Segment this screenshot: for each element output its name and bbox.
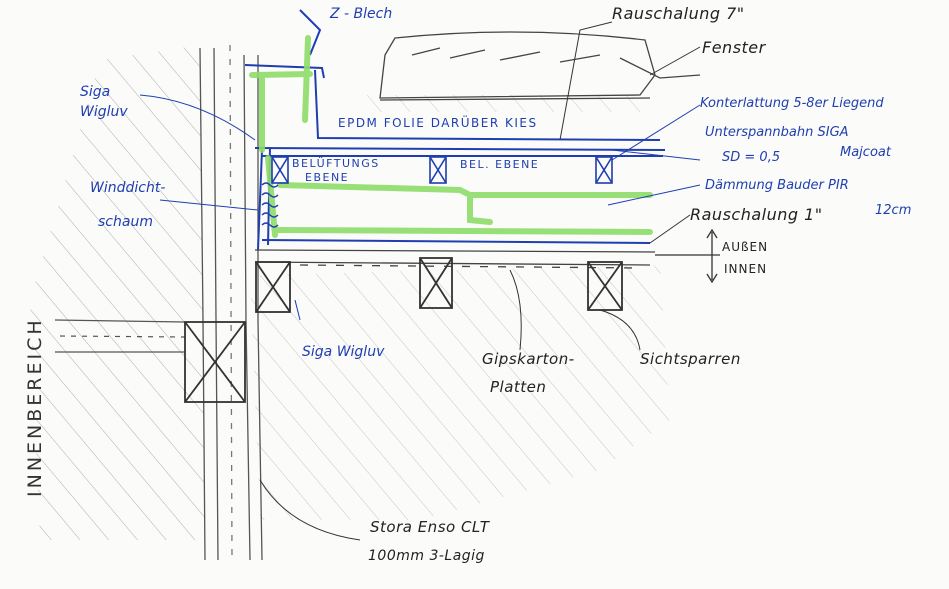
label-rauschalung-top: Rauschalung 7" bbox=[612, 4, 745, 23]
leader-lines bbox=[259, 21, 701, 541]
floor-slab bbox=[54, 319, 186, 353]
label-sichtsparren: Sichtsparren bbox=[640, 350, 741, 368]
window-frame bbox=[379, 31, 701, 101]
label-clt-spec: 100mm 3-Lagig bbox=[368, 548, 485, 564]
label-innen: INNEN bbox=[724, 262, 768, 276]
leader-lines-blue bbox=[139, 94, 701, 321]
label-daemmung-thickness: 12cm bbox=[875, 203, 912, 218]
label-innenbereich: INNENBEREICH bbox=[24, 317, 46, 497]
label-bel-ebene: BEL. EBENE bbox=[460, 158, 540, 171]
label-rauschalung-bottom: Rauschalung 1" bbox=[690, 205, 823, 224]
wall-beam-section bbox=[184, 321, 246, 403]
label-platten: Platten bbox=[490, 378, 547, 396]
label-schaum: schaum bbox=[98, 214, 153, 230]
label-siga-wigluv-top: Siga Wigluv bbox=[80, 84, 128, 120]
label-konterlattung: Konterlattung 5-8er Liegend bbox=[700, 96, 884, 111]
winddicht-schaum bbox=[261, 182, 279, 228]
label-siga-wigluv-bottom: Siga Wigluv bbox=[302, 344, 385, 360]
label-winddicht: Winddicht- bbox=[90, 180, 166, 196]
label-daemmung: Dämmung Bauder PIR bbox=[705, 178, 849, 193]
label-epdm: EPDM FOLIE DARÜBER KIES bbox=[338, 116, 538, 130]
clt-wall bbox=[199, 44, 263, 561]
label-sd: SD = 0,5 bbox=[722, 150, 781, 165]
label-z-blech: Z - Blech bbox=[330, 6, 393, 22]
inside-outside-marker bbox=[655, 228, 720, 284]
label-aussen: AUßEN bbox=[722, 240, 769, 254]
label-majcoat: Majcoat bbox=[840, 145, 891, 160]
label-fenster: Fenster bbox=[702, 38, 766, 57]
label-gipskarton: Gipskarton- bbox=[482, 350, 575, 368]
label-clt: Stora Enso CLT bbox=[370, 518, 490, 536]
rauschalung-bottom bbox=[254, 249, 656, 269]
konterlattung-battens bbox=[271, 156, 613, 184]
sichtsparren bbox=[255, 257, 623, 313]
label-unterspannbahn: Unterspannbahn SIGA bbox=[705, 125, 849, 140]
label-belueftungs-ebene: EBENE bbox=[305, 171, 350, 184]
hatched-masonry-left bbox=[30, 45, 205, 540]
label-belueftungs: BELÜFTUNGS bbox=[292, 157, 380, 170]
